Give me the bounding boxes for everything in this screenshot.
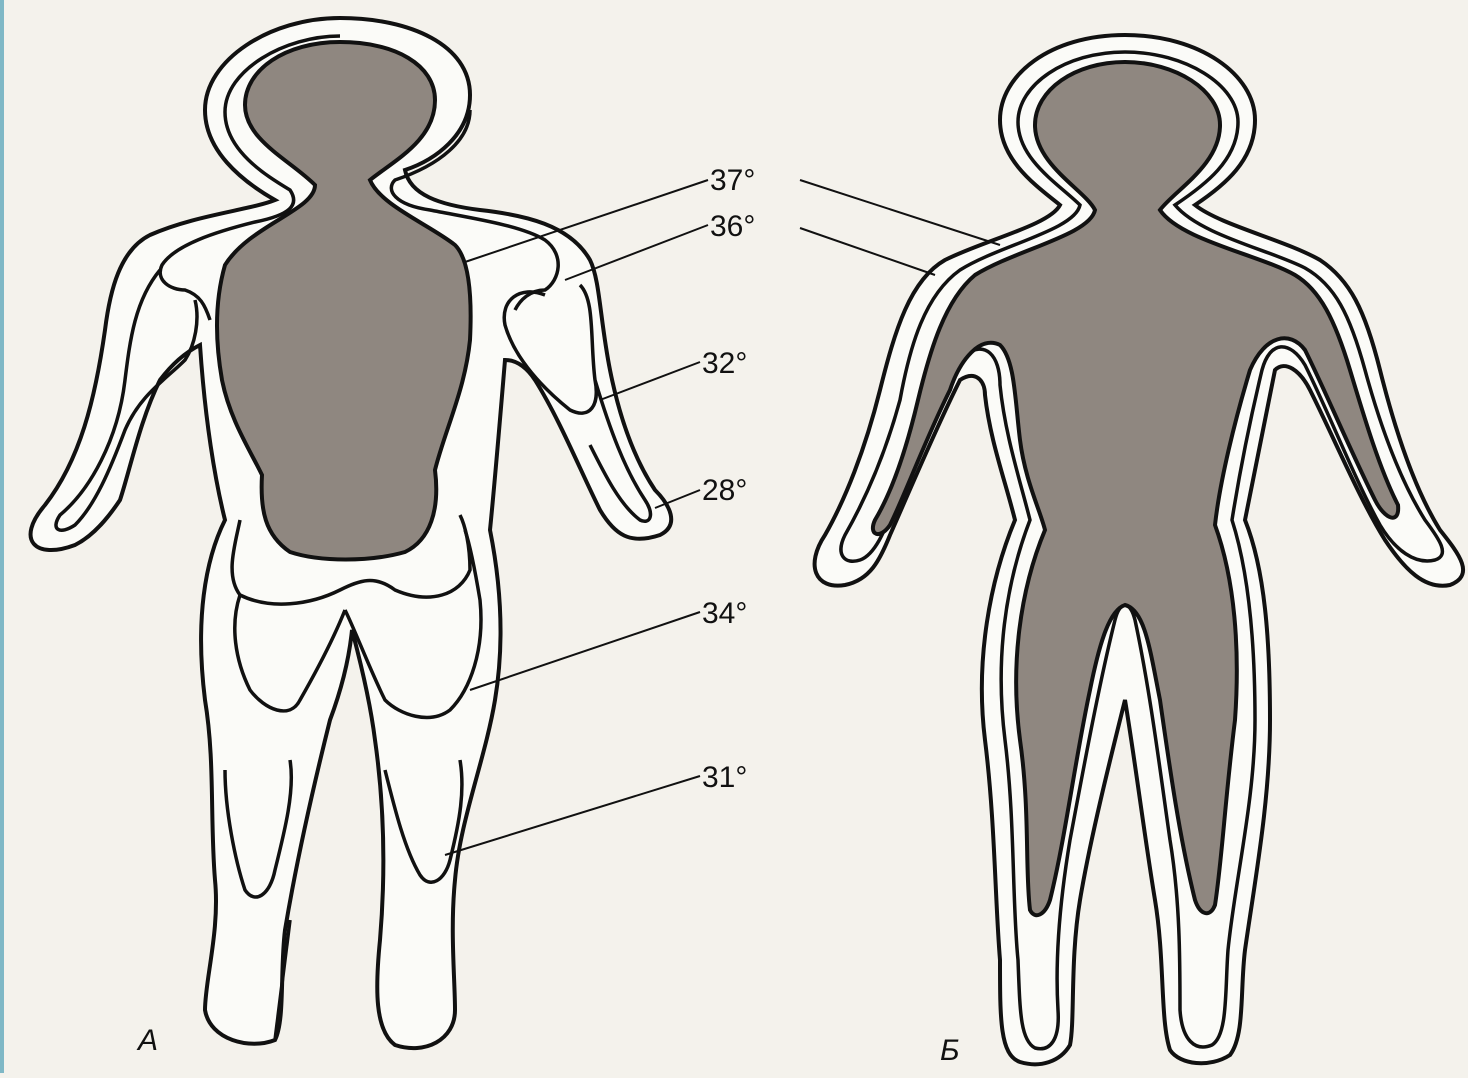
figure-b-label: Б — [940, 1034, 960, 1067]
figure-b — [815, 35, 1464, 1064]
label-32: 32° — [702, 347, 747, 380]
label-31: 31° — [702, 761, 747, 794]
leader-37-to-b — [800, 180, 1000, 245]
label-28: 28° — [702, 474, 747, 507]
leader-32-to-a — [600, 362, 700, 400]
leader-36-to-b — [800, 228, 935, 275]
label-34: 34° — [702, 597, 747, 630]
label-37: 37° — [710, 164, 755, 197]
figure-b-core — [873, 62, 1398, 915]
leader-31-to-a — [445, 776, 700, 855]
label-36: 36° — [710, 210, 755, 243]
leader-34-to-a — [470, 612, 700, 690]
temperature-labels: 37° 36° 32° 28° 34° 31° — [702, 164, 755, 794]
figure-a-label: А — [136, 1024, 158, 1057]
left-edge-strip — [0, 0, 4, 1073]
figure-a — [31, 18, 672, 1048]
